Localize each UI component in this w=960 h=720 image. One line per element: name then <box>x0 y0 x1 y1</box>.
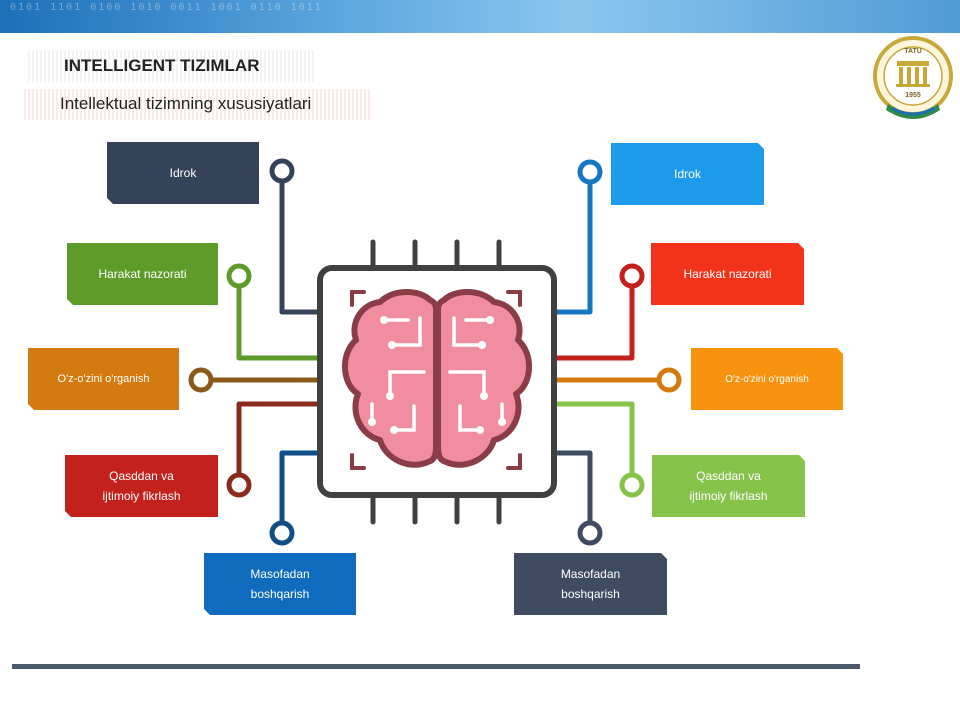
brain-circuit-l4 <box>396 404 416 432</box>
right-box-harakat-nazorati: Harakat nazorati <box>651 243 804 305</box>
title-panel: INTELLIGENT TIZIMLAR <box>28 50 314 82</box>
banner-binary-pattern: 0101 1101 0100 1010 0011 1001 0110 1011 <box>10 2 323 13</box>
subtitle-panel: Intellektual tizimning xususiyatlari <box>24 89 371 120</box>
university-seal-logo: TATU 1955 <box>873 36 953 119</box>
terminal-left-3 <box>188 367 214 393</box>
left-box-qasddan-fikrlash: Qasddan va ijtimoiy fikrlash <box>65 455 218 517</box>
terminal-left-4 <box>226 472 252 498</box>
page-subtitle: Intellektual tizimning xususiyatlari <box>60 94 312 113</box>
brain-circuit-r4 <box>458 404 478 432</box>
wire-right-5 <box>554 450 593 521</box>
wire-right-4 <box>554 401 635 474</box>
brain-node-r3 <box>480 392 488 400</box>
left-box-ozini-organish: O'z-o'zini o'rganish <box>28 348 179 410</box>
brain-circuit-l3 <box>388 370 426 394</box>
brain-node-l2 <box>380 316 388 324</box>
terminal-right-4 <box>619 472 645 498</box>
brain-circuit-l1 <box>393 316 422 347</box>
left-box-idrok: Idrok <box>107 142 259 204</box>
brain-node-r4 <box>476 426 484 434</box>
brain-node-l5 <box>368 418 376 426</box>
svg-text:1955: 1955 <box>905 92 921 99</box>
right-box-qasddan-fikrlash: Qasddan va ijtimoiy fikrlash <box>652 455 805 517</box>
brain-node-r2 <box>486 316 494 324</box>
chip-corner-tl <box>350 290 366 307</box>
terminal-left-5 <box>269 520 295 546</box>
brain-node-l3 <box>386 392 394 400</box>
page-title: INTELLIGENT TIZIMLAR <box>64 56 260 75</box>
brain-node-l4 <box>390 426 398 434</box>
brain-node-l1 <box>388 341 396 349</box>
wire-right-2 <box>554 286 635 361</box>
terminal-right-2 <box>619 263 645 289</box>
right-box-masofadan-boshqarish: Masofadan boshqarish <box>514 553 667 615</box>
wire-right-1 <box>554 184 593 315</box>
right-box-idrok: Idrok <box>611 143 764 205</box>
left-box-harakat-nazorati: Harakat nazorati <box>67 243 218 305</box>
brain-circuit-r1 <box>452 316 481 347</box>
wire-left-2 <box>236 286 320 361</box>
terminal-right-1 <box>577 159 603 185</box>
chip-corner-br <box>506 453 522 470</box>
right-box-ozini-organish: O'z-o'zini o'rganish <box>691 348 843 410</box>
left-box-masofadan-boshqarish: Masofadan boshqarish <box>204 553 356 615</box>
wire-left-4 <box>236 401 320 474</box>
terminal-left-2 <box>226 263 252 289</box>
terminal-right-5 <box>577 520 603 546</box>
chip-corner-tr <box>506 290 522 307</box>
svg-text:TATU: TATU <box>904 48 922 55</box>
header-banner: 0101 1101 0100 1010 0011 1001 0110 1011 <box>0 0 960 33</box>
terminal-left-1 <box>269 158 295 184</box>
wire-left-5 <box>279 450 320 521</box>
brain-circuit-r3 <box>448 370 486 394</box>
chip-corner-bl <box>350 453 366 470</box>
footer-divider <box>12 664 860 669</box>
wire-left-1 <box>279 182 320 315</box>
brain-node-r1 <box>478 341 486 349</box>
brain-node-r5 <box>498 418 506 426</box>
terminal-right-3 <box>656 367 682 393</box>
brain-icon <box>341 289 533 468</box>
